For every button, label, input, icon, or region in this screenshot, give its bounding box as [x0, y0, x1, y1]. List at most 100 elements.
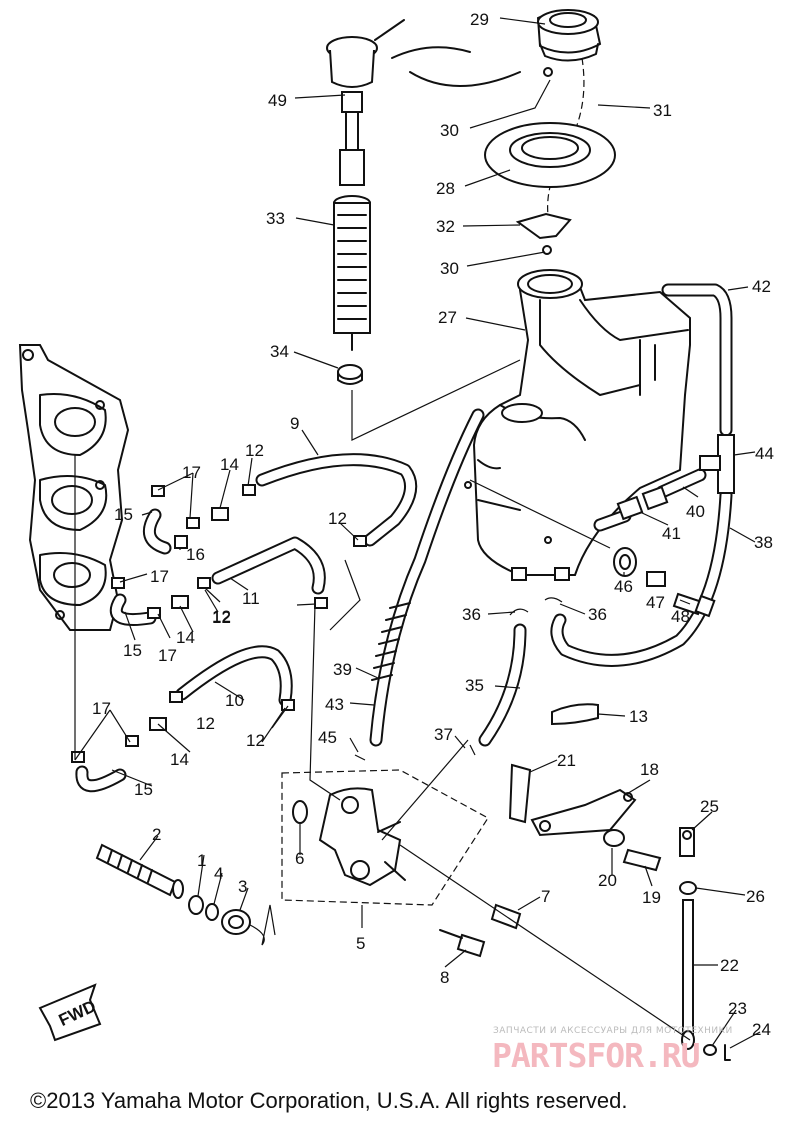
bolt-8: [439, 929, 486, 958]
callout-3: 3: [238, 877, 247, 896]
leader-lines: [74, 17, 761, 1049]
callout-4: 4: [214, 864, 223, 883]
float-34: [337, 364, 363, 385]
callout-15: 15: [134, 780, 153, 799]
callout-36: 36: [462, 605, 481, 624]
callout-31: 31: [653, 101, 672, 120]
callout-23: 23: [728, 999, 747, 1018]
hose-protector: [371, 602, 411, 681]
callout-19: 19: [642, 888, 661, 907]
callout-14: 14: [220, 455, 239, 474]
callout-33: 33: [266, 209, 285, 228]
callout-12: 12: [196, 714, 215, 733]
callout-11: 11: [242, 589, 260, 608]
callout-12: 12: [246, 731, 265, 750]
callout-37: 37: [434, 725, 453, 744]
chain-bracket: [515, 212, 572, 240]
callout-13: 13: [629, 707, 648, 726]
callout-40: 40: [686, 502, 705, 521]
callout-8: 8: [440, 968, 449, 987]
callout-25: 25: [700, 797, 719, 816]
callout-44: 44: [755, 444, 774, 463]
pump-link: [508, 763, 662, 872]
callout-29: 29: [470, 10, 489, 29]
callout-14: 14: [170, 750, 189, 769]
callout-5: 5: [356, 934, 365, 953]
callout-2: 2: [152, 825, 161, 844]
callout-28: 28: [436, 179, 455, 198]
clip-30-upper: [543, 67, 553, 77]
callout-24: 24: [752, 1020, 771, 1039]
connectors: [616, 485, 669, 521]
fwd-arrow: FWD: [38, 983, 102, 1042]
wire-holder: [551, 703, 599, 726]
callout-9: 9: [290, 414, 299, 433]
callout-39: 39: [333, 660, 352, 679]
callout-6: 6: [295, 849, 304, 868]
rod-end: [679, 827, 731, 1061]
callout-30: 30: [440, 121, 459, 140]
clip-30-lower: [542, 245, 552, 255]
callout-7: 7: [541, 887, 550, 906]
hose-clips: [71, 484, 367, 763]
callout-15: 15: [114, 505, 133, 524]
callout-10: 10: [225, 691, 244, 710]
pump-boundary: [281, 769, 489, 906]
callout-17: 17: [182, 463, 201, 482]
drive-gear: [95, 843, 184, 899]
callout-45: 45: [318, 728, 337, 747]
callout-16: 16: [186, 545, 205, 564]
seal-link-line: [249, 904, 276, 946]
oil-seal-3: [221, 909, 251, 935]
assembly-guide-lines: [74, 359, 611, 841]
filler-cap: [536, 9, 602, 62]
callout-49: 49: [268, 91, 287, 110]
callout-17: 17: [150, 567, 169, 586]
oil-tank: [464, 269, 691, 581]
watermark-logo: PARTSFOR.RU: [492, 1036, 701, 1075]
callout-17: 17: [92, 699, 111, 718]
pump-rod-link-line: [399, 844, 691, 1041]
oil-strainer: [333, 195, 371, 351]
washer-1: [188, 895, 204, 915]
washer-4: [205, 903, 219, 921]
o-ring-6: [292, 800, 308, 824]
callout-12: 12: [212, 608, 231, 627]
callout-26: 26: [746, 887, 765, 906]
callout-14: 14: [176, 628, 195, 647]
callout-38: 38: [754, 533, 773, 552]
callout-22: 22: [720, 956, 739, 975]
level-gauge: [326, 19, 521, 186]
watermark-tagline: ЗАПЧАСТИ И АКСЕССУАРЫ ДЛЯ МОТОТЕХНИКИ: [493, 1026, 733, 1036]
callout-47: 47: [646, 593, 665, 612]
callout-20: 20: [598, 871, 617, 890]
callout-21: 21: [557, 751, 576, 770]
callout-43: 43: [325, 695, 344, 714]
callout-35: 35: [465, 676, 484, 695]
callout-42: 42: [752, 277, 771, 296]
callout-1: 1: [197, 851, 206, 870]
callout-15: 15: [123, 641, 142, 660]
tee-joint: [699, 434, 735, 494]
mounting-hardware: [613, 547, 716, 618]
callout-12: 12: [245, 441, 264, 460]
hoses: [75, 283, 733, 793]
callout-12: 12: [328, 509, 347, 528]
callout-41: 41: [662, 524, 681, 543]
cap-chain: [547, 57, 585, 216]
callout-30: 30: [440, 259, 459, 278]
callout-46: 46: [614, 577, 633, 596]
oil-pump: [318, 787, 406, 887]
callout-48: 48: [671, 607, 690, 626]
filter-plate: [484, 122, 616, 188]
copyright-notice: ©2013 Yamaha Motor Corporation, U.S.A. A…: [30, 1088, 628, 1113]
callout-36: 36: [588, 605, 607, 624]
callout-18: 18: [640, 760, 659, 779]
callout-27: 27: [438, 308, 457, 327]
callout-32: 32: [436, 217, 455, 236]
callout-17: 17: [158, 646, 177, 665]
callout-12: 12: [212, 607, 231, 626]
callout-34: 34: [270, 342, 289, 361]
